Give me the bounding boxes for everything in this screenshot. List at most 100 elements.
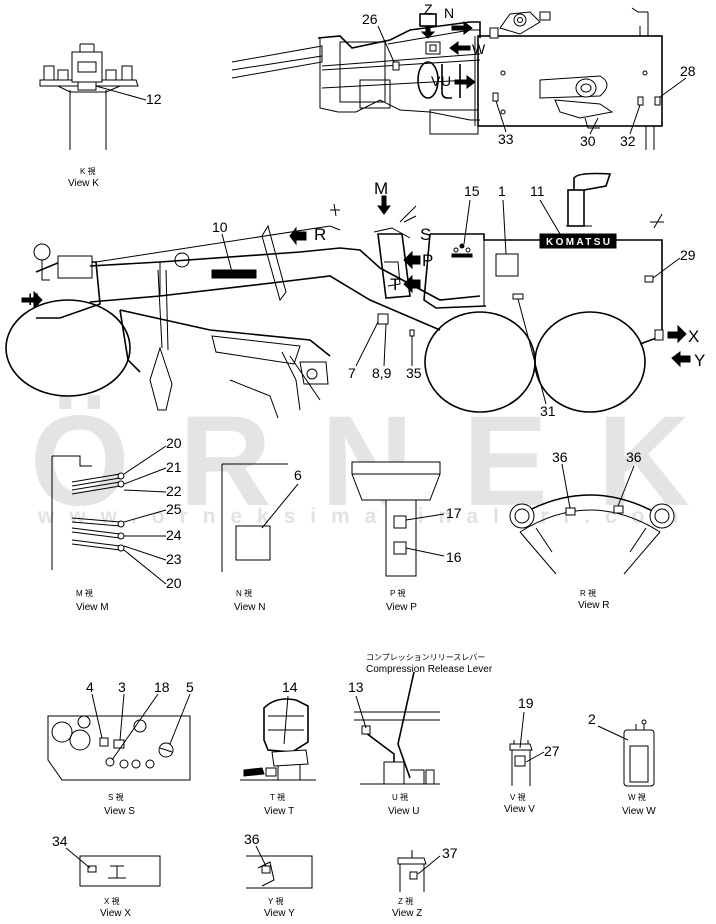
top-plan-view <box>231 7 663 150</box>
callout-29: 29 <box>680 247 696 263</box>
callout-25: 25 <box>166 501 182 517</box>
view-letter-m: M <box>374 179 388 198</box>
callout-24: 24 <box>166 527 182 543</box>
callout-16: 16 <box>446 549 462 565</box>
part-26-plate <box>392 61 400 71</box>
view-letter-u-top: U <box>441 73 451 89</box>
part-28-plate <box>654 96 661 106</box>
view-k-caption-jp: K 視 <box>80 167 96 176</box>
compression-label-jp: コンプレッションリリースレバー <box>366 653 485 662</box>
view-m-drawing <box>51 455 125 570</box>
view-y-drawing <box>246 855 313 889</box>
part-13-lever <box>361 725 371 735</box>
view-p-caption: View P <box>386 602 417 613</box>
part-37-plate <box>409 871 418 880</box>
view-letter-n-top: N <box>444 5 454 21</box>
view-n-caption-jp: N 視 <box>236 589 252 598</box>
view-t-drawing <box>240 698 316 781</box>
callout-20-bottom: 20 <box>166 575 182 591</box>
part-33-plate <box>492 92 499 102</box>
callout-3: 3 <box>118 679 126 695</box>
view-letter-k: K <box>28 290 40 309</box>
view-z-caption: View Z <box>392 908 422 919</box>
callout-36-left: 36 <box>552 449 568 465</box>
view-t-caption: View T <box>264 806 294 817</box>
callout-21: 21 <box>166 459 182 475</box>
callout-30: 30 <box>580 133 596 149</box>
callout-37: 37 <box>442 845 458 861</box>
callout-1: 1 <box>498 183 506 199</box>
view-w-caption: View W <box>622 806 656 817</box>
view-letter-z-top: Z <box>424 1 433 17</box>
part-6-plate <box>235 525 271 561</box>
view-r-drawing <box>509 494 675 575</box>
view-w-caption-jp: W 視 <box>628 793 646 802</box>
view-x-caption: View X <box>100 908 131 919</box>
callout-18: 18 <box>154 679 170 695</box>
callout-13: 13 <box>348 679 364 695</box>
view-u-drawing <box>354 671 440 785</box>
part-1-panel <box>495 253 519 277</box>
view-n-drawing <box>221 463 288 572</box>
callout-10: 10 <box>212 219 228 235</box>
view-s-caption-jp: S 視 <box>108 793 124 802</box>
view-w-drawing <box>623 719 655 787</box>
part-27-plate <box>514 755 526 767</box>
view-letter-t: T <box>390 275 400 294</box>
callout-26: 26 <box>362 11 378 27</box>
callout-22: 22 <box>166 483 182 499</box>
callout-36-right: 36 <box>626 449 642 465</box>
part-29-plate <box>644 275 654 283</box>
view-x-caption-jp: X 視 <box>104 897 120 906</box>
view-letter-x: X <box>688 327 699 346</box>
motor-grader-side-view: KOMATSU <box>5 172 691 419</box>
callout-36-y: 36 <box>244 831 260 847</box>
callout-32: 32 <box>620 133 636 149</box>
callout-6: 6 <box>294 467 302 483</box>
callout-4: 4 <box>86 679 94 695</box>
callout-11: 11 <box>530 183 545 199</box>
part-16-plate <box>393 541 407 555</box>
view-y-caption-jp: Y 視 <box>268 897 283 906</box>
part-36-plate-left <box>565 507 576 516</box>
view-p-caption-jp: P 視 <box>390 589 405 598</box>
callout-35: 35 <box>406 365 422 381</box>
view-x-drawing <box>79 855 161 887</box>
view-r-caption-jp: R 視 <box>580 589 596 598</box>
part-2-plate <box>629 745 649 783</box>
view-z-caption-jp: Z 視 <box>398 897 413 906</box>
callout-15: 15 <box>464 183 480 199</box>
callout-27: 27 <box>544 743 560 759</box>
view-letter-p: P <box>422 251 433 270</box>
view-s-drawing <box>47 715 191 781</box>
part-32-plate <box>637 96 644 106</box>
view-k-caption: View K <box>68 178 99 189</box>
view-letter-s: S <box>420 225 431 244</box>
compression-release-lever <box>397 671 415 779</box>
part-3-switch <box>113 739 125 749</box>
part-34-plate <box>87 865 97 873</box>
callout-5: 5 <box>186 679 194 695</box>
callout-8-9: 8,9 <box>372 365 392 381</box>
view-letter-y: Y <box>694 351 705 370</box>
callout-31: 31 <box>540 403 556 419</box>
view-v-caption-jp: V 視 <box>510 793 526 802</box>
part-36-plate-right <box>613 505 624 514</box>
part-36-plate-y <box>261 865 271 874</box>
view-v-caption: View V <box>504 804 535 815</box>
callout-7: 7 <box>348 365 356 381</box>
view-letter-w-top: W <box>472 41 486 57</box>
view-v-drawing <box>509 740 533 786</box>
callout-12: 12 <box>146 91 162 107</box>
part-4-switch <box>99 737 109 747</box>
view-letter-v-top: V <box>431 73 441 89</box>
view-p-drawing <box>351 461 441 577</box>
callout-28: 28 <box>680 63 696 79</box>
compression-label: Compression Release Lever <box>366 664 493 675</box>
view-m-caption: View M <box>76 602 109 613</box>
view-n-caption: View N <box>234 602 266 613</box>
view-s-caption: View S <box>104 806 135 817</box>
view-t-caption-jp: T 視 <box>270 793 285 802</box>
callout-17: 17 <box>446 505 462 521</box>
